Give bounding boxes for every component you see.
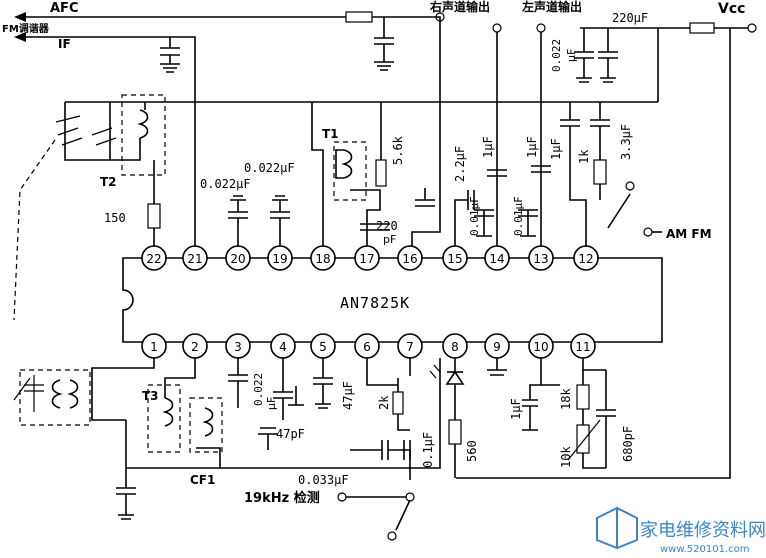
- r-18k-label: 18k: [559, 388, 573, 410]
- c-0022-20-label: 0.022μF: [200, 177, 251, 191]
- c-01uf-label: 0.1μF: [421, 432, 435, 468]
- pin-9: 9: [493, 340, 501, 354]
- pin-22: 22: [146, 252, 161, 266]
- am-fm-label: AM FM: [666, 227, 712, 241]
- output-caps-network: 2.2μF 0.01μF 1μF 0.01μF 1μF: [415, 136, 551, 246]
- pin-11: 11: [575, 340, 590, 354]
- t2-label: T2: [100, 175, 117, 189]
- c-680pf-label: 680pF: [621, 426, 635, 462]
- c-33uf-label: 3.3μF: [619, 124, 633, 160]
- pin-8: 8: [451, 340, 459, 354]
- pin-15: 15: [447, 252, 462, 266]
- pin8-indicator: 560: [429, 358, 479, 478]
- watermark: 家电维修资料网 www.520101.com: [596, 506, 766, 555]
- pin-4: 4: [279, 340, 287, 354]
- c-0022-18-label: 0.022μF: [244, 161, 295, 175]
- watermark-url: www.520101.com: [660, 544, 750, 555]
- c-1uf-c-label: 1μF: [549, 138, 563, 160]
- detect-19khz-label: 19kHz 检测: [244, 490, 320, 506]
- t1-label: T1: [322, 127, 339, 141]
- r-150-label: 150: [104, 211, 126, 225]
- pin-3: 3: [234, 340, 242, 354]
- r-56k-label: 5.6k: [391, 135, 405, 165]
- c-0033uf-label: 0.033μF: [298, 473, 349, 487]
- caps-pins-3-4-5: 0.022 μF 47μF 47pF: [228, 358, 355, 450]
- r-10k-label: 10k: [559, 446, 573, 468]
- ic-bottom-pins: 1 2 3 4 5 6 7 8 9 10 11: [141, 333, 596, 359]
- c-0022-3-unit: μF: [265, 397, 278, 410]
- fm-tuner-label: FM调谐器: [2, 22, 50, 35]
- pin-17: 17: [359, 252, 374, 266]
- pin-5: 5: [319, 340, 327, 354]
- t3-network: T3 CF1: [13, 358, 360, 520]
- t1-network: T1 5.6k 220 pF: [311, 102, 405, 246]
- left-output-label: 左声道输出: [521, 0, 582, 14]
- c-0022-vcc-unit: μF: [565, 49, 578, 62]
- ic-top-pins: 22 21 20 19 18 17 16 15 14 13 12: [141, 245, 599, 271]
- pin-19: 19: [272, 252, 287, 266]
- pilot-detect-network: 2k 0.1μF 0.033μF 19kHz 检测: [244, 358, 441, 541]
- pin-20: 20: [230, 252, 245, 266]
- audio-outputs: 右声道输出 左声道输出: [429, 0, 582, 246]
- afc-label: AFC: [50, 1, 78, 16]
- pin-14: 14: [489, 252, 504, 266]
- pin-1: 1: [150, 340, 158, 354]
- if-label: IF: [58, 37, 71, 51]
- pin-18: 18: [315, 252, 330, 266]
- pin-21: 21: [187, 252, 202, 266]
- c-0022-vcc-label: 0.022: [550, 39, 563, 72]
- c-1uf-a-label: 1μF: [481, 136, 495, 158]
- pin-12: 12: [578, 252, 593, 266]
- t2-tuning-network: T2 150: [13, 94, 166, 321]
- t3-label: T3: [142, 389, 159, 403]
- r-2k-label: 2k: [377, 395, 391, 410]
- pin9-ground: [487, 358, 507, 376]
- right-output-label: 右声道输出: [429, 0, 490, 14]
- c-220pf-label: 220: [376, 219, 398, 233]
- am-fm-switch-network: 1μF 1k 3.3μF AM FM: [549, 102, 712, 246]
- c-220uf-label: 220μF: [612, 11, 648, 25]
- pin-10: 10: [533, 340, 548, 354]
- ic-part-number: AN7825K: [340, 294, 410, 312]
- c-001-a-label: 0.01μF: [468, 196, 481, 236]
- vcc-label: Vcc: [718, 1, 745, 17]
- r-560-label: 560: [465, 440, 479, 462]
- vcc-supply: Vcc 220μF 0.022 μF: [456, 1, 757, 479]
- pin-16: 16: [402, 252, 417, 266]
- watermark-brand: 家电维修资料网: [640, 520, 766, 541]
- pin-2: 2: [191, 340, 199, 354]
- c-001-b-label: 0.01μF: [512, 196, 525, 236]
- c-1uf-b-label: 1μF: [525, 136, 539, 158]
- vco-network: 1μF 18k 10k 680pF: [509, 358, 635, 469]
- ic-an7825k: AN7825K: [122, 257, 663, 343]
- c-22uf-label: 2.2μF: [453, 146, 467, 182]
- pin-6: 6: [363, 340, 371, 354]
- c-47pf-label: 47pF: [276, 427, 305, 441]
- c-220pf-unit: pF: [383, 233, 396, 246]
- c-47uf-label: 47μF: [341, 381, 355, 410]
- c-0022-3-label: 0.022: [252, 373, 265, 406]
- caps-pins-20-19: 0.022μF 0.022μF: [200, 161, 295, 246]
- afc-if-inputs: AFC FM调谐器 IF: [2, 1, 445, 246]
- r-1k-label: 1k: [577, 149, 591, 164]
- c-1uf-10-label: 1μF: [509, 398, 523, 420]
- cf1-label: CF1: [190, 473, 215, 487]
- pin-7: 7: [406, 340, 414, 354]
- pin-13: 13: [533, 252, 548, 266]
